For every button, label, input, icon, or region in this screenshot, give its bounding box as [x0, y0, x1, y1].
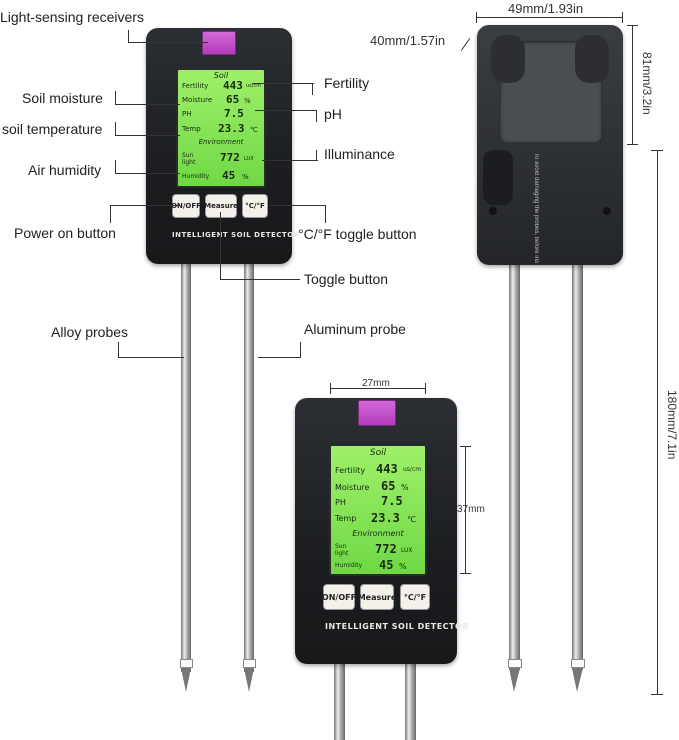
callout-alloy-probes: Alloy probes [51, 324, 129, 340]
temp-label: Temp [182, 125, 201, 133]
ph-label: PH [335, 498, 346, 507]
back-probe-left [509, 145, 520, 670]
unit-toggle-button[interactable]: °C/°F [400, 584, 430, 610]
lcd-screen: Soil Fertility 443 us/cm Moisture 65 % P… [176, 68, 266, 188]
moisture-label: Moisture [182, 96, 213, 104]
back-probe-right [572, 145, 583, 670]
callout-air-humidity: Air humidity [28, 162, 102, 178]
callout-toggle-button: Toggle button [304, 271, 389, 287]
temp-value: 23.3 [218, 122, 245, 135]
ph-value: 7.5 [381, 494, 403, 508]
probe-tip [181, 668, 191, 692]
probe-ring [571, 659, 585, 668]
battery-cover [483, 150, 513, 205]
lcd-screen: Soil Fertility 443 us/cm Moisture 65 % P… [329, 444, 427, 576]
callout-light-receivers: Light-sensing receivers [0, 9, 144, 25]
humidity-label: Humidity [182, 173, 210, 180]
temp-unit: ℃ [250, 126, 258, 134]
light-sensor [202, 31, 236, 55]
soil-heading: Soil [369, 448, 387, 458]
sunlight-value: 772 [220, 151, 240, 164]
moisture-value: 65 [381, 479, 396, 493]
dim-total-length: 180mm/7.1in [665, 390, 679, 460]
light-sensor [358, 400, 396, 426]
unit-toggle-button[interactable]: °C/°F [242, 194, 268, 218]
probe-ring [243, 659, 256, 668]
measure-button[interactable]: Measure [358, 584, 396, 610]
screw-icon [603, 207, 611, 215]
sunlight-label: Sun [182, 152, 194, 159]
sunlight-label: Sun [335, 543, 347, 550]
dim-depth: 40mm/1.57in [370, 33, 446, 48]
environment-heading: Environment [352, 529, 404, 538]
screw-icon [489, 207, 497, 215]
sunlight-label-2: light [182, 159, 196, 166]
callout-ph: pH [324, 106, 342, 122]
soil-heading: Soil [213, 71, 229, 80]
soil-detector-center: Soil Fertility 443 us/cm Moisture 65 % P… [295, 398, 468, 664]
measure-button[interactable]: Measure [204, 194, 238, 218]
ph-value: 7.5 [224, 107, 244, 120]
dim-screen-width: 27mm [362, 378, 390, 389]
callout-cf-toggle: °C/°F toggle button [298, 226, 417, 242]
humidity-label: Humidity [335, 562, 363, 569]
humidity-value: 45 [379, 558, 394, 572]
sunlight-label-2: light [335, 550, 349, 557]
probe-tip [509, 668, 520, 692]
moisture-label: Moisture [335, 483, 370, 492]
moisture-unit: % [244, 97, 251, 105]
center-probe-left [334, 660, 345, 740]
sunlight-unit: LUX [401, 547, 413, 554]
power-button[interactable]: ON/OFF [171, 194, 201, 218]
temp-value: 23.3 [371, 511, 400, 525]
dim-width: 49mm/1.93in [508, 1, 584, 16]
humidity-unit: % [242, 173, 249, 181]
fertility-label: Fertility [182, 82, 209, 90]
aluminum-probe [244, 262, 254, 672]
brand-label: INTELLIGENT SOIL DETECTOR [325, 622, 469, 631]
fertility-unit: us/cm [403, 466, 422, 473]
probe-tip [572, 668, 583, 692]
alloy-probe-left [181, 262, 191, 672]
soil-detector-back: To avoid damaging the probes, before ins… [477, 25, 623, 265]
humidity-unit: % [399, 562, 407, 571]
humidity-value: 45 [222, 169, 236, 182]
back-clip-knob-left [491, 35, 525, 83]
callout-illuminance: Illuminance [324, 146, 395, 162]
soil-detector-front: Soil Fertility 443 us/cm Moisture 65 % P… [146, 28, 299, 264]
callout-fertility: Fertility [324, 75, 370, 91]
moisture-value: 65 [226, 93, 240, 106]
ph-label: PH [182, 110, 192, 118]
temp-label: Temp [335, 514, 357, 523]
probe-ring [508, 659, 522, 668]
back-clip-knob-right [575, 35, 609, 83]
fertility-unit: us/cm [246, 83, 262, 89]
fertility-value: 443 [376, 462, 398, 476]
dim-body-height: 81mm/3.2in [640, 52, 654, 115]
probe-tip [244, 668, 254, 692]
callout-soil-moisture: Soil moisture [22, 90, 103, 106]
temp-unit: ℃ [407, 515, 416, 524]
moisture-unit: % [401, 483, 409, 492]
fertility-value: 443 [223, 79, 243, 92]
center-probe-right [405, 660, 416, 740]
sunlight-unit: LUX [244, 156, 254, 162]
power-button[interactable]: ON/OFF [322, 584, 356, 610]
callout-soil-temperature: soil temperature [2, 121, 103, 137]
back-warning-text: To avoid damaging the probes, before ins… [533, 153, 539, 263]
callout-power-button: Power on button [14, 225, 116, 241]
callout-aluminum-probe: Aluminum probe [304, 321, 406, 337]
fertility-label: Fertility [335, 466, 366, 475]
dim-screen-height: 37mm [457, 504, 485, 515]
sunlight-value: 772 [375, 542, 397, 556]
probe-ring [180, 659, 193, 668]
brand-label: INTELLIGENT SOIL DETECTOR [172, 231, 300, 239]
environment-heading: Environment [198, 138, 244, 146]
